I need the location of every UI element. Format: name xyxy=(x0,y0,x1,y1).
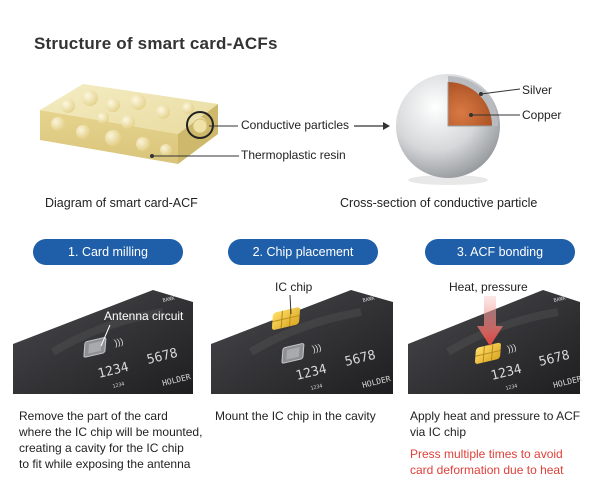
conductive-particle-cross-section xyxy=(396,74,500,185)
thermoplastic-resin-leader xyxy=(150,154,239,158)
copper-leader xyxy=(469,113,520,117)
step-2-title: 2. Chip placement xyxy=(228,239,378,265)
card-bank-text: BANK xyxy=(553,296,566,304)
heat-pressure-callout: Heat, pressure xyxy=(449,280,528,294)
arrow-right-icon xyxy=(354,122,390,130)
svg-text:))): ))) xyxy=(113,336,124,348)
step-2-description: Mount the IC chip in the cavity xyxy=(215,409,376,423)
conductive-particles-leader xyxy=(209,125,238,127)
acf-block-diagram xyxy=(40,84,218,164)
copper-label: Copper xyxy=(522,108,562,122)
silver-label: Silver xyxy=(522,83,553,97)
silver-leader xyxy=(479,88,521,96)
step-3-note: Press multiple times to avoid card defor… xyxy=(410,447,564,477)
ic-chip-callout-leader xyxy=(289,294,292,315)
card-small-number: 1234 xyxy=(112,381,125,390)
svg-text:))): ))) xyxy=(506,342,517,354)
ic-chip-icon xyxy=(474,342,501,364)
conductive-particles-label: Conductive particles xyxy=(241,118,350,132)
thermoplastic-resin-label: Thermoplastic resin xyxy=(241,148,346,162)
card-number-2: 5678 xyxy=(537,348,571,370)
card-number-2: 5678 xyxy=(145,346,179,368)
card-small-number: 1234 xyxy=(310,383,323,392)
step-3-title: 3. ACF bonding xyxy=(425,239,575,265)
step-1-title: 1. Card milling xyxy=(33,239,183,265)
card-bank-text: BANK xyxy=(162,296,175,304)
card-bank-text: BANK xyxy=(362,296,375,304)
chip-placement-image: BANK ))) 1234 5678 1234 HOLDER xyxy=(211,290,393,394)
particle-cross-section-caption: Cross-section of conductive particle xyxy=(340,196,538,210)
card-number-1: 1234 xyxy=(96,360,130,382)
antenna-callout-leader xyxy=(100,324,111,347)
step-3-description: Apply heat and pressure to ACF via IC ch… xyxy=(410,409,581,439)
acf-diagram-caption: Diagram of smart card-ACF xyxy=(45,196,198,210)
particle-highlight-circle xyxy=(186,111,214,139)
card-number-1: 1234 xyxy=(489,362,523,384)
card-number-2: 5678 xyxy=(343,348,377,370)
down-arrow-icon xyxy=(477,296,503,346)
svg-text:))): ))) xyxy=(311,342,322,354)
ic-chip-icon xyxy=(271,307,301,330)
page-title: Structure of smart card-ACFs xyxy=(34,34,278,53)
card-small-number: 1234 xyxy=(505,383,518,392)
antenna-circuit-callout: Antenna circuit xyxy=(104,309,184,323)
ic-chip-callout: IC chip xyxy=(275,280,313,294)
step-1-description: Remove the part of the card where the IC… xyxy=(19,409,203,471)
card-number-1: 1234 xyxy=(294,362,328,384)
